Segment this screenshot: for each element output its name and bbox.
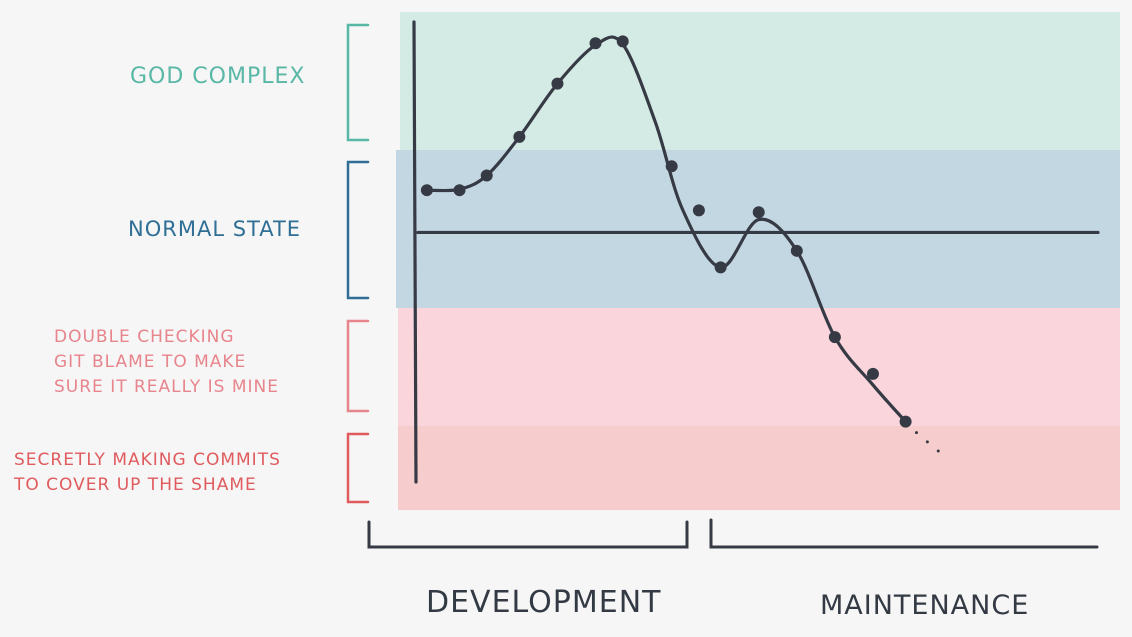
data-point-10 <box>752 206 765 219</box>
band-region-1 <box>396 150 1120 308</box>
trend-curve <box>425 35 908 424</box>
data-point-13 <box>866 367 879 380</box>
data-point-8 <box>692 204 705 217</box>
trailing-dot-2 <box>936 449 940 453</box>
band-label-god-complex: God complex <box>130 64 306 89</box>
data-point-4 <box>551 77 564 90</box>
band-label-secret-commits: Secretly making commits to cover up the … <box>14 450 281 495</box>
band-bracket-1 <box>346 160 370 300</box>
data-point-5 <box>589 37 602 50</box>
data-point-2 <box>480 169 493 182</box>
data-point-9 <box>714 261 727 274</box>
band-bracket-3 <box>346 432 370 504</box>
data-point-7 <box>665 160 678 173</box>
band-label-double-checking: Double checking git blame to make sure i… <box>54 327 279 397</box>
data-point-12 <box>828 331 841 344</box>
phase-bracket-maintenance <box>709 518 1099 549</box>
band-label-normal-state: Normal state <box>128 217 302 241</box>
data-point-0 <box>420 184 433 197</box>
band-bracket-2 <box>346 319 370 413</box>
data-point-11 <box>790 244 803 257</box>
band-region-2 <box>398 308 1120 426</box>
phase-label-maintenance: Maintenance <box>820 590 1030 621</box>
band-region-3 <box>398 426 1120 510</box>
data-point-3 <box>513 130 526 143</box>
phase-bracket-development <box>367 520 689 549</box>
trailing-dot-0 <box>914 431 918 435</box>
data-point-6 <box>616 35 629 48</box>
band-bracket-0 <box>346 23 370 142</box>
trailing-dot-1 <box>925 440 929 444</box>
data-point-1 <box>453 184 466 197</box>
band-region-0 <box>400 12 1120 150</box>
data-point-14 <box>899 415 912 428</box>
phase-label-development: Development <box>426 585 662 620</box>
y-axis-line <box>412 20 418 484</box>
